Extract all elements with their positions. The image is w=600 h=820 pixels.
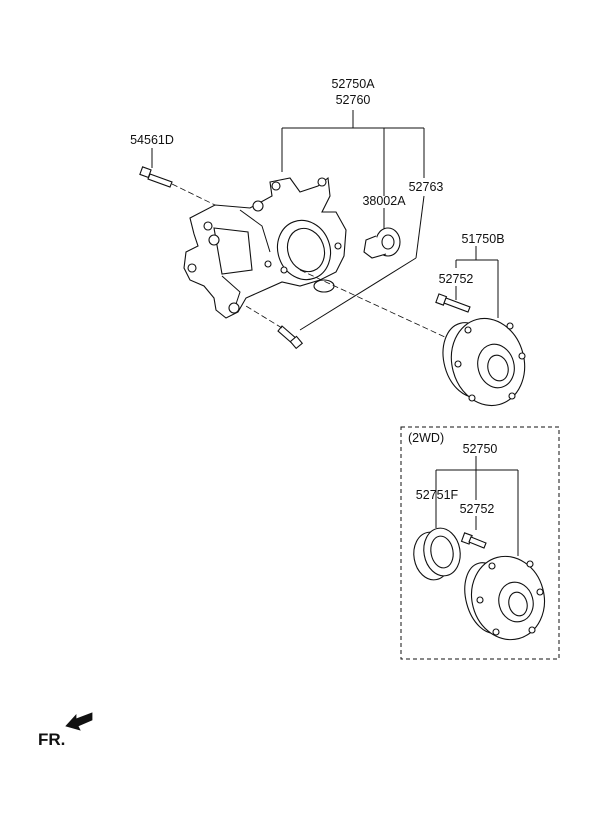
- bushing-38002a: [363, 227, 401, 259]
- hub-axis-line: [299, 269, 461, 345]
- 2wd-hub-52750: [464, 555, 545, 641]
- label-52760: 52760: [336, 93, 371, 107]
- knuckle-callout-lines: [151, 110, 425, 331]
- bolt-54561d: [139, 166, 216, 206]
- label-52752-2wd: 52752: [460, 502, 495, 516]
- label-52751f: 52751F: [416, 488, 459, 502]
- hub-assembly-51750b: [442, 317, 526, 407]
- 2wd-option-box: [400, 426, 560, 660]
- front-indicator-label: FR.: [38, 730, 65, 749]
- label-38002a: 38002A: [362, 194, 406, 208]
- 2wd-hub-bolt-52752: [460, 532, 487, 549]
- label-52750a: 52750A: [331, 77, 375, 91]
- hub-callout-lines: [455, 246, 499, 318]
- steering-knuckle: [183, 176, 347, 319]
- label-54561d: 54561D: [130, 133, 174, 147]
- label-52750: 52750: [463, 442, 498, 456]
- label-51750b: 51750B: [461, 232, 504, 246]
- label-52752: 52752: [439, 272, 474, 286]
- hub-bolt-52752: [435, 293, 471, 313]
- label-52763: 52763: [409, 180, 444, 194]
- bolt-52763: [245, 305, 304, 350]
- ring-52751f: [413, 527, 461, 581]
- 2wd-callout-lines: [435, 456, 519, 556]
- label-2wd: (2WD): [408, 431, 444, 445]
- arrow-left-icon: [65, 712, 93, 731]
